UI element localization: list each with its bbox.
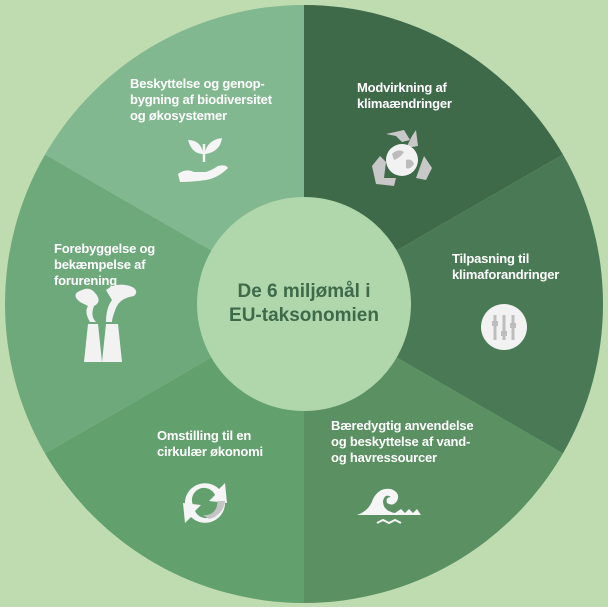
label-line: forurening xyxy=(54,273,117,288)
label-line: Tilpasning til xyxy=(452,251,530,266)
label-line: klimaforandringer xyxy=(452,267,560,282)
wheel-segment-2 xyxy=(304,154,603,454)
label-line: cirkulær økonomi xyxy=(157,444,263,459)
segment-label-circular-economy: Omstilling til en cirkulær økonomi xyxy=(157,428,263,460)
label-line: Modvirkning af xyxy=(357,80,447,95)
label-line: Bæredygtig anvendelse xyxy=(331,418,474,433)
sliders-icon xyxy=(481,304,527,350)
label-line: og havressourcer xyxy=(331,450,437,465)
plant-hand-icon xyxy=(178,138,228,182)
wheel-segment-5 xyxy=(4,154,304,454)
label-line: og økosystemer xyxy=(130,108,227,123)
segment-label-water-resources: Bæredygtig anvendelse og beskyttelse af … xyxy=(331,418,474,466)
label-line: bekæmpelse af xyxy=(54,257,146,272)
segment-label-climate-adaptation: Tilpasning til klimaforandringer xyxy=(452,251,559,283)
center-title: De 6 miljømål i EU-taksonomien xyxy=(197,197,411,411)
factory-smoke-icon xyxy=(75,284,137,362)
segment-label-climate-mitigation: Modvirkning af klimaændringer xyxy=(357,80,452,112)
center-circle xyxy=(197,197,411,411)
label-line: bygning af biodiversitet xyxy=(130,92,272,107)
center-title-line1: De 6 miljømål i xyxy=(237,281,371,302)
recycle-globe-icon xyxy=(372,130,432,186)
label-line: Forebyggelse og xyxy=(54,241,156,256)
wave-icon xyxy=(357,488,421,525)
center-title-line2: EU-taksonomien xyxy=(229,305,379,326)
label-line: klimaændringer xyxy=(357,96,452,111)
label-line: Omstilling til en xyxy=(157,428,252,443)
circular-arrows-icon xyxy=(183,483,227,523)
segment-label-pollution: Forebyggelse og bekæmpelse af forurening xyxy=(54,241,155,289)
label-line: og beskyttelse af vand- xyxy=(331,434,471,449)
label-line: Beskyttelse og genop- xyxy=(130,76,265,91)
segment-label-biodiversity: Beskyttelse og genop- bygning af biodive… xyxy=(130,76,272,124)
